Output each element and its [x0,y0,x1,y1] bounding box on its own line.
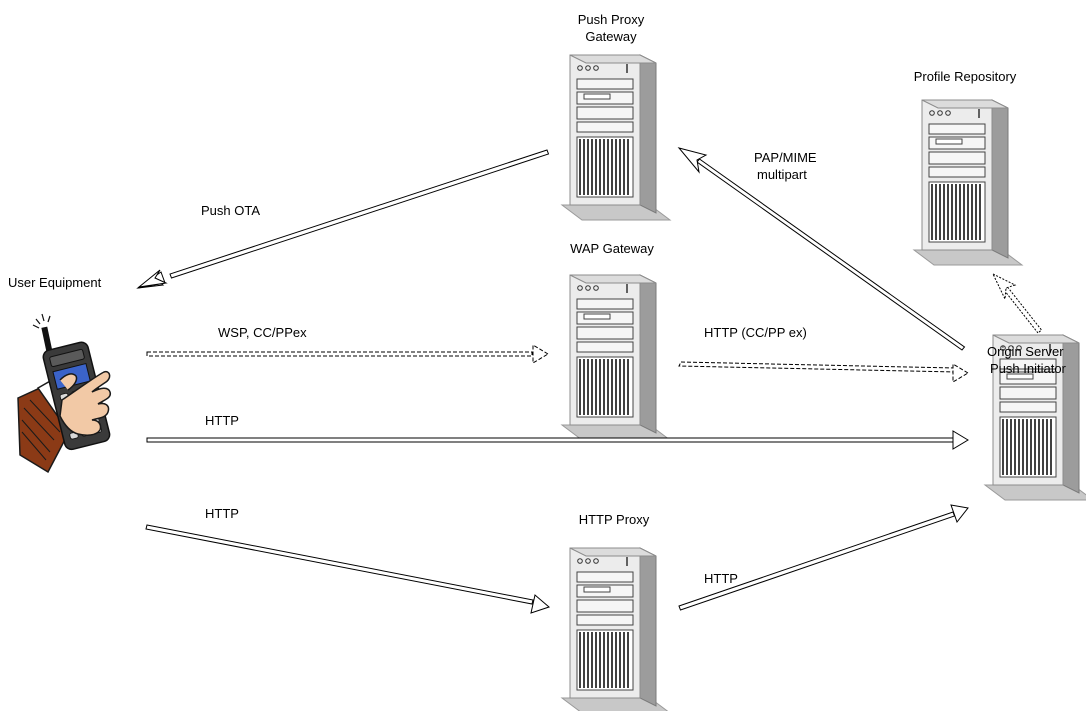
wsp-ccpp-arrow [146,344,549,364]
push-proxy-gateway-label-line1: Push Proxy [578,12,645,27]
profile-repository-label: Profile Repository [914,69,1017,84]
origin-server-label-line1: Origin Server [987,344,1064,359]
wap-gateway-server [561,274,671,441]
http-direct-arrow [146,430,969,450]
http-to-proxy-arrow [145,524,550,614]
http-proxy-to-origin-arrow [678,504,969,611]
origin-server [984,334,1086,501]
http-to-proxy-label: HTTP [205,506,239,521]
pap-mime-label-line1: PAP/MIME [754,150,817,165]
http-ccpp-label: HTTP (CC/PP ex) [704,325,807,340]
wsp-ccpp-label: WSP, CC/PPex [218,325,307,340]
pap-mime-arrow [677,147,966,351]
http-proxy-label: HTTP Proxy [579,512,650,527]
push-proxy-gateway-server [561,54,671,221]
push-ota-arrow [136,149,550,289]
profile-repository-server [913,99,1023,266]
push-proxy-gateway-label-line2: Gateway [585,29,637,44]
http-ccpp-arrow [678,361,969,383]
http-proxy-to-origin-label: HTTP [704,571,738,586]
http-direct-label: HTTP [205,413,239,428]
push-ota-label: Push OTA [201,203,260,218]
origin-server-label-line2: Push Initiator [990,361,1067,376]
push-ota-arrowhead [137,269,168,288]
http-proxy-server [561,547,671,711]
pap-mime-label-line2: multipart [757,167,807,182]
wap-gateway-label: WAP Gateway [570,241,654,256]
mobile-phone-icon [17,313,112,474]
user-equipment-label: User Equipment [8,275,102,290]
origin-to-profile-arrow [991,272,1043,334]
